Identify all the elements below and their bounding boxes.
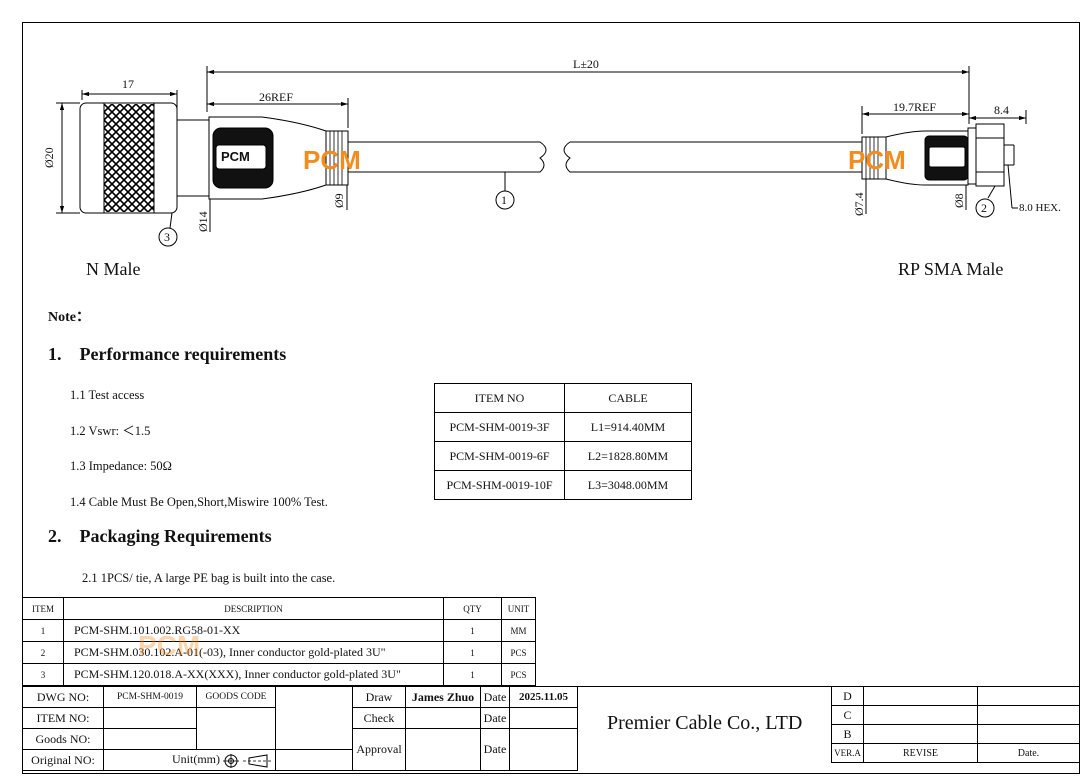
- table-row: PCM-SHM-0019-10F L3=3048.00MM: [434, 470, 692, 500]
- item-no-cell: PCM-SHM-0019-10F: [434, 470, 565, 500]
- item-no-cell: PCM-SHM-0019-3F: [434, 412, 565, 442]
- note-1-2: 1.2 Vswr: ＜1.5: [70, 424, 151, 438]
- rev-b: B: [831, 724, 864, 744]
- dim-d74: Ø7.4: [852, 192, 866, 216]
- hex-nut: [975, 123, 1005, 187]
- bom-table: ITEM DESCRIPTION QTY UNIT 1 PCM-SHM.101.…: [22, 597, 536, 686]
- item-no-cell: PCM-SHM-0019-6F: [434, 441, 565, 471]
- cable-length-cell: L1=914.40MM: [564, 412, 692, 442]
- header-item-no: ITEM NO: [434, 383, 565, 413]
- callout-1: 1: [501, 193, 507, 207]
- approval-date-label: Date: [480, 728, 510, 771]
- bom-qty: 1: [443, 641, 502, 664]
- right-connector-label: RP SMA Male: [898, 259, 1004, 279]
- ver-label: VER.A: [831, 743, 864, 763]
- company-name: Premier Cable Co., LTD: [607, 712, 803, 734]
- note-1-1: 1.1 Test access: [70, 388, 145, 402]
- bom-header-item: ITEM: [22, 597, 64, 620]
- revision-table: D C B VER.A REVISE Date.: [831, 686, 1080, 763]
- bom-item: 3: [22, 663, 64, 686]
- bom-unit: PCS: [501, 641, 536, 664]
- cable-drawing: [56, 66, 1027, 247]
- dim-overall-length: L±20: [573, 57, 599, 71]
- table-row: 3 PCM-SHM.120.018.A-XX(XXX), Inner condu…: [22, 663, 536, 686]
- callout-3: 3: [164, 230, 170, 244]
- bom-header-unit: UNIT: [501, 597, 536, 620]
- boot-logo: PCM: [221, 149, 250, 164]
- item-cable-table: ITEM NO CABLE PCM-SHM-0019-3F L1=914.40M…: [434, 383, 692, 500]
- table-row: 2 PCM-SHM.030.102.A-01(-03), Inner condu…: [22, 641, 536, 664]
- company-cell: [578, 686, 831, 774]
- bom-header-qty: QTY: [443, 597, 502, 620]
- table-row: 1 PCM-SHM.101.002.RG58-01-XX 1 MM: [22, 619, 536, 642]
- draw-label: Draw: [352, 686, 406, 708]
- table-row: PCM-SHM-0019-6F L2=1828.80MM: [434, 441, 692, 471]
- cable-length-cell: L3=3048.00MM: [564, 470, 692, 500]
- drawing-frame: [22, 22, 1080, 774]
- bom-item: 1: [22, 619, 64, 642]
- section1-title: 1. Performance requirements: [48, 344, 287, 364]
- bom-description: PCM-SHM.101.002.RG58-01-XX: [63, 619, 444, 642]
- bom-description: PCM-SHM.120.018.A-XX(XXX), Inner conduct…: [63, 663, 444, 686]
- dwg-no-label: DWG NO:: [22, 686, 104, 708]
- cable-length-cell: L2=1828.80MM: [564, 441, 692, 471]
- dim-hex: 8.0 HEX.: [1019, 202, 1061, 214]
- dim-26ref: 26REF: [259, 90, 294, 104]
- bom-unit: PCS: [501, 663, 536, 686]
- left-connector-label: N Male: [86, 259, 141, 279]
- check-date-label: Date: [480, 707, 510, 729]
- dim-d9: Ø9: [332, 193, 346, 208]
- draw-date-label: Date: [480, 686, 510, 708]
- notes-title: Note：: [48, 310, 90, 325]
- goods-code-label: GOODS CODE: [196, 686, 276, 708]
- watermark-logo-left: PCM: [303, 145, 361, 175]
- watermark-logo-bom: PCM: [138, 630, 201, 661]
- bom-description: PCM-SHM.030.102.A-01(-03), Inner conduct…: [63, 641, 444, 664]
- unit-label: Unit(mm): [172, 752, 220, 767]
- bom-item: 2: [22, 641, 64, 664]
- approval-label: Approval: [352, 728, 406, 771]
- draw-name: James Zhuo: [405, 686, 481, 708]
- note-1-4: 1.4 Cable Must Be Open,Short,Miswire 100…: [70, 495, 328, 509]
- bom-qty: 1: [443, 663, 502, 686]
- dim-197ref: 19.7REF: [893, 100, 937, 114]
- table-row: PCM-SHM-0019-3F L1=914.40MM: [434, 412, 692, 442]
- original-no-label: Original NO:: [22, 749, 104, 771]
- dim-d8: Ø8: [952, 193, 966, 208]
- revise-label: REVISE: [863, 743, 978, 763]
- watermark-logo-right: PCM: [848, 145, 906, 175]
- dim-d20: Ø20: [42, 147, 56, 168]
- dwg-no-value: PCM-SHM-0019: [103, 686, 197, 708]
- item-no-label: ITEM NO:: [22, 707, 104, 729]
- dim-84: 8.4: [994, 103, 1009, 117]
- note-2-1: 2.1 1PCS/ tie, A large PE bag is built i…: [82, 571, 336, 585]
- table-header-row: ITEM NO CABLE: [434, 383, 692, 413]
- unit-cell: Unit(mm): [103, 749, 276, 771]
- section2-title: 2. Packaging Requirements: [48, 526, 272, 546]
- header-cable: CABLE: [564, 383, 692, 413]
- bom-unit: MM: [501, 619, 536, 642]
- title-block-left: DWG NO: PCM-SHM-0019 GOODS CODE Draw Jam…: [22, 686, 578, 771]
- check-label: Check: [352, 707, 406, 729]
- bom-header-row: ITEM DESCRIPTION QTY UNIT: [22, 597, 536, 620]
- bom-qty: 1: [443, 619, 502, 642]
- date2-label: Date.: [977, 743, 1080, 763]
- note-1-3: 1.3 Impedance: 50Ω: [70, 459, 172, 473]
- callout-2: 2: [981, 201, 987, 215]
- draw-date-value: 2025.11.05: [509, 686, 578, 708]
- rev-d: D: [831, 686, 864, 706]
- goods-no-label: Goods NO:: [22, 728, 104, 750]
- dim-d14: Ø14: [196, 211, 210, 232]
- dim-17: 17: [122, 77, 134, 91]
- rev-c: C: [831, 705, 864, 725]
- bom-header-description: DESCRIPTION: [63, 597, 444, 620]
- projection-symbol-icon: [223, 753, 271, 768]
